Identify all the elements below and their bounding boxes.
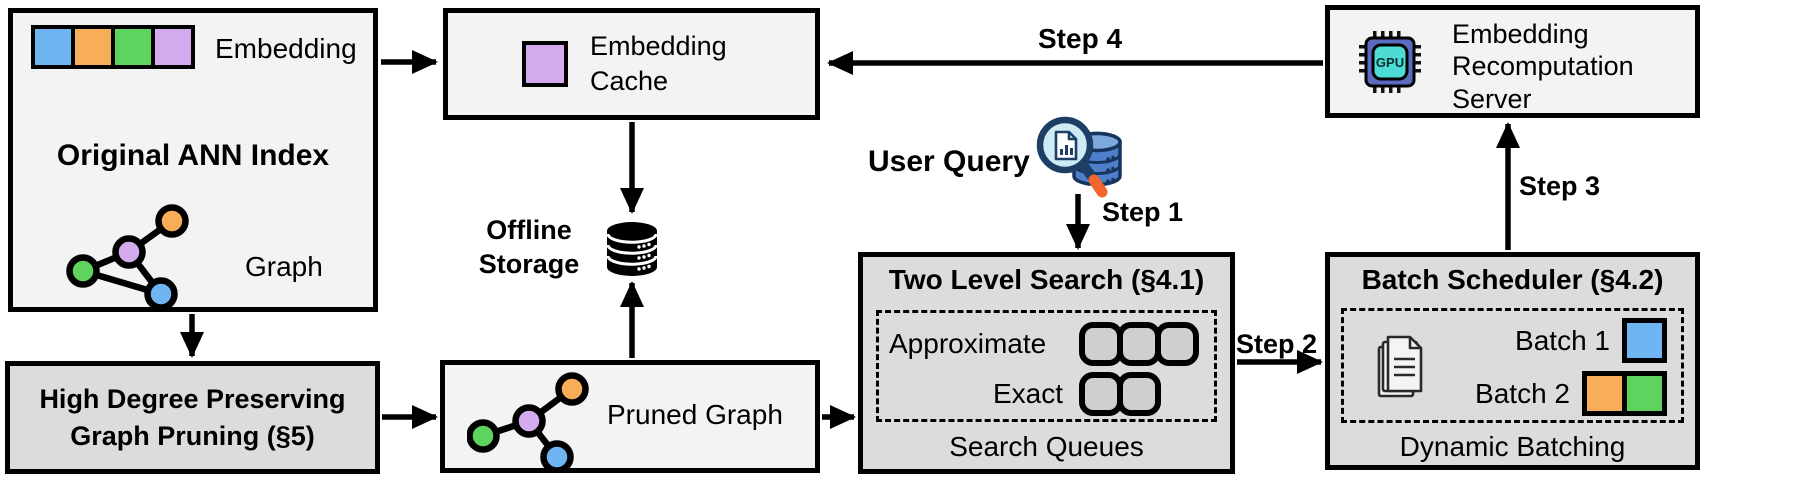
embedding-vector-icon bbox=[31, 25, 195, 69]
approximate-label: Approximate bbox=[889, 328, 1047, 359]
batch-2-item-green bbox=[1622, 371, 1667, 416]
offline-storage-label: Offline Storage bbox=[478, 215, 580, 279]
graph-pruning-title: High Degree Preserving Graph Pruning (§5… bbox=[39, 384, 346, 451]
two-level-search-title: Two Level Search (§4.1) bbox=[888, 264, 1205, 295]
dynamic-batching-region: Batch 1 Batch 2 bbox=[1341, 308, 1684, 423]
embedding-cell-purple bbox=[151, 25, 195, 69]
user-query-label: User Query bbox=[868, 145, 1030, 178]
approximate-queues-icon bbox=[1079, 322, 1207, 366]
embedding-cell-orange bbox=[71, 25, 115, 69]
embedding-cell-green bbox=[111, 25, 155, 69]
queue-slot bbox=[1117, 372, 1161, 416]
step-4-label: Step 4 bbox=[1038, 23, 1123, 54]
embedding-cell-blue bbox=[31, 25, 75, 69]
exact-queues-icon bbox=[1079, 372, 1207, 416]
embedding-cache-box: Embedding Cache bbox=[443, 8, 820, 120]
graph-icon bbox=[66, 204, 189, 311]
gpu-chip-icon: GPU bbox=[1359, 31, 1421, 93]
graph-label: Graph bbox=[245, 251, 323, 282]
search-queues-region: Approximate Exact bbox=[876, 310, 1217, 422]
graph-pruning-box: High Degree Preserving Graph Pruning (§5… bbox=[5, 361, 380, 474]
recomputation-server-title: Embedding Recomputation Server bbox=[1452, 19, 1634, 114]
pruned-graph-title: Pruned Graph bbox=[607, 399, 783, 430]
batch-1-label: Batch 1 bbox=[1515, 324, 1610, 356]
documents-stack-icon bbox=[1377, 335, 1423, 398]
batch-2-item-orange bbox=[1582, 371, 1627, 416]
queue-slot bbox=[1155, 322, 1199, 366]
original-ann-index-box: Embedding Original ANN Index Graph bbox=[8, 8, 378, 312]
embedding-cache-title: Embedding Cache bbox=[590, 31, 727, 97]
cached-embedding-icon bbox=[522, 41, 568, 87]
two-level-search-box: Two Level Search (§4.1) Approximate Exac… bbox=[858, 252, 1235, 474]
batch-2-label: Batch 2 bbox=[1475, 377, 1570, 409]
ann-index-title: Original ANN Index bbox=[56, 139, 330, 172]
dynamic-batching-caption: Dynamic Batching bbox=[1399, 431, 1626, 462]
pruned-graph-icon bbox=[467, 372, 589, 471]
search-queues-caption: Search Queues bbox=[949, 431, 1144, 462]
recomputation-server-box: GPU Embedding Recomputation Server bbox=[1325, 5, 1700, 118]
step-1-label: Step 1 bbox=[1102, 197, 1184, 227]
offline-storage-database-icon bbox=[606, 222, 658, 276]
step-3-label: Step 3 bbox=[1519, 171, 1601, 201]
batch-scheduler-box: Batch Scheduler (§4.2) Batch 1 bbox=[1325, 252, 1700, 470]
batch-1-item-blue bbox=[1622, 318, 1667, 363]
exact-label: Exact bbox=[992, 378, 1063, 409]
user-query-search-icon bbox=[1036, 116, 1122, 198]
batch-scheduler-title: Batch Scheduler (§4.2) bbox=[1361, 264, 1664, 295]
embedding-label: Embedding bbox=[215, 33, 357, 64]
gpu-text: GPU bbox=[1376, 55, 1404, 70]
step-2-label: Step 2 bbox=[1236, 329, 1318, 359]
pruned-graph-box: Pruned Graph bbox=[440, 360, 820, 473]
